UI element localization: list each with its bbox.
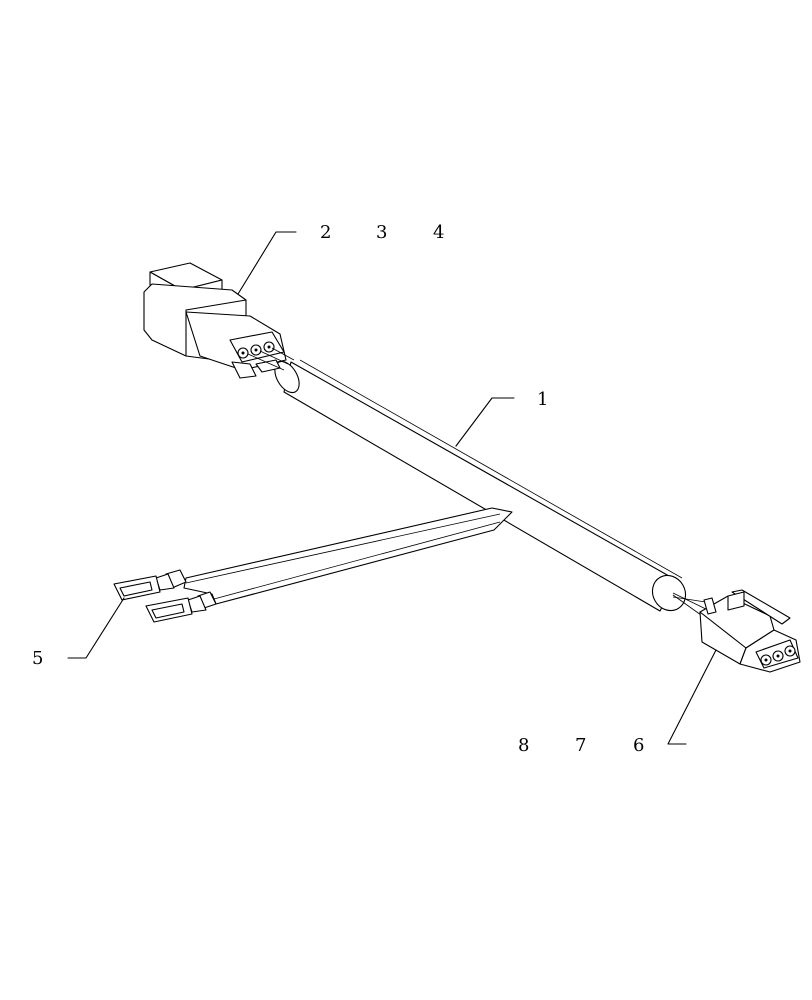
branch-wires (183, 507, 513, 605)
callout-8: 8 (518, 735, 529, 756)
connector-left (143, 262, 295, 379)
callout-3: 3 (376, 222, 387, 243)
callout-5: 5 (32, 648, 43, 669)
callout-6: 6 (633, 735, 644, 756)
callout-1: 1 (537, 389, 548, 410)
leader-lines (67, 231, 717, 745)
callout-labels: 1 2 3 4 5 6 7 8 (32, 222, 644, 756)
callout-7: 7 (575, 735, 586, 756)
spade-terminal-upper (113, 569, 187, 601)
callout-4: 4 (433, 222, 444, 243)
spade-terminal-lower (145, 591, 217, 623)
callout-2: 2 (320, 222, 331, 243)
cable-sleeve (274, 359, 687, 612)
connector-right (672, 589, 801, 673)
